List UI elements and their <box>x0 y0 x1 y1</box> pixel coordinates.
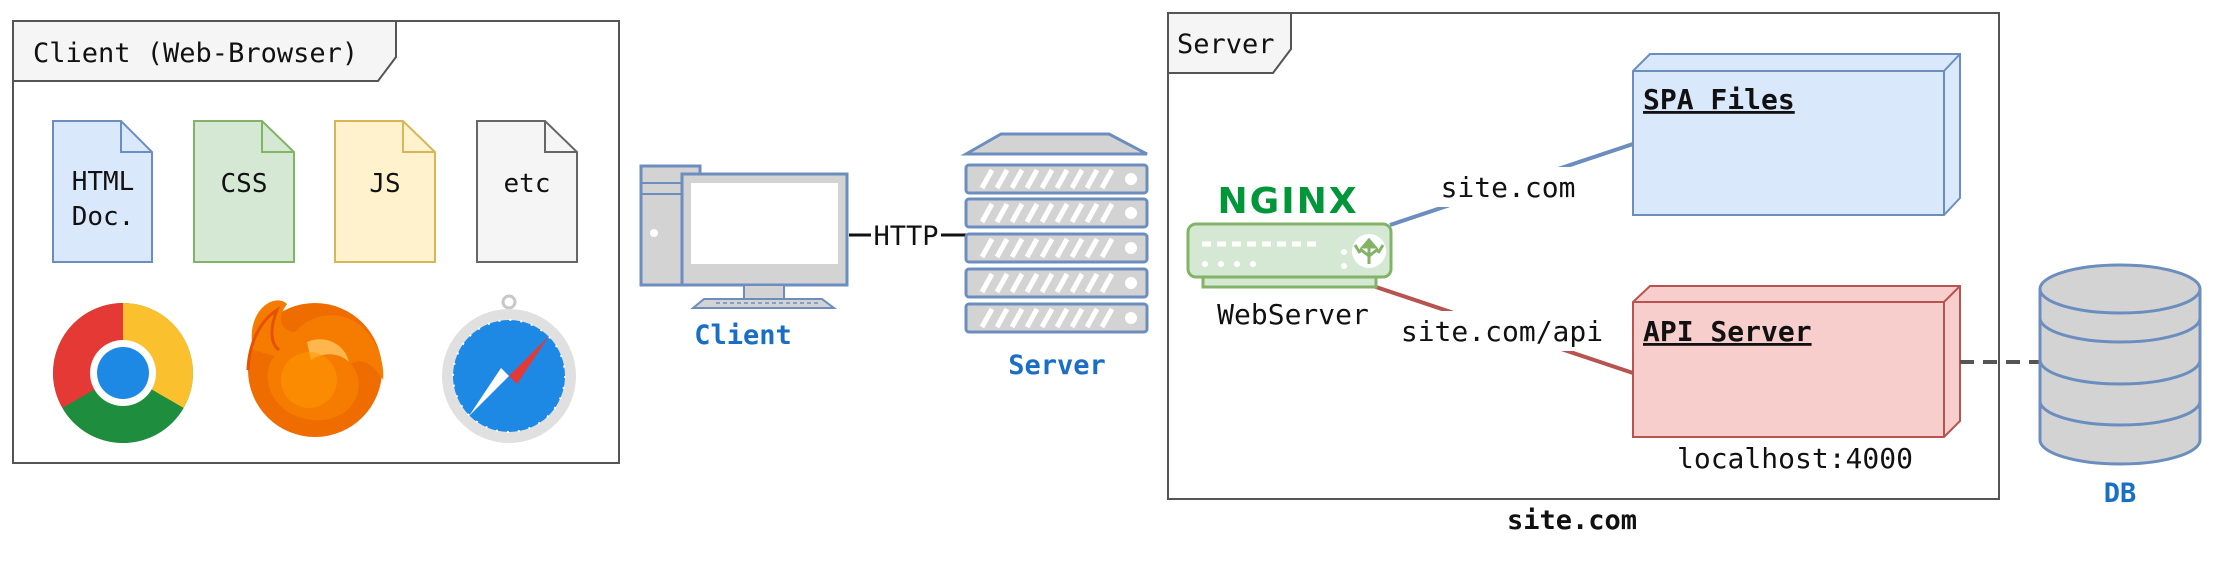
server-frame-title: Server <box>1177 29 1275 60</box>
route-label-api: site.com/api <box>1401 315 1603 348</box>
file-js-label: JS <box>369 169 400 199</box>
http-connection: HTTP <box>849 221 966 252</box>
server-slot <box>964 232 1149 264</box>
file-etc-label: etc <box>504 169 551 199</box>
route-label-bg <box>1397 311 1607 351</box>
client-node-label: Client <box>694 320 792 351</box>
file-html-label-1: HTML <box>72 167 135 197</box>
file-css-label: CSS <box>221 169 268 199</box>
api-server-label: API Server <box>1643 315 1812 348</box>
http-label: HTTP <box>873 221 938 252</box>
file-css: CSS <box>193 120 295 263</box>
firefox-icon <box>246 300 384 437</box>
api-server-box: API Server <box>1632 285 1961 438</box>
nginx-logo: NGINX <box>1218 181 1359 222</box>
safari-icon <box>442 294 576 443</box>
file-js: JS <box>334 120 436 263</box>
api-server-port: localhost:4000 <box>1677 442 1913 475</box>
chrome-icon <box>53 303 193 443</box>
server-frame-caption: site.com <box>1507 505 1637 536</box>
route-label-bg <box>1437 167 1579 207</box>
client-frame-title-tab <box>12 20 397 82</box>
spa-files-box: SPA Files <box>1632 53 1961 216</box>
spa-files-label: SPA Files <box>1643 83 1795 116</box>
nginx-logo-text: NGINX <box>1218 181 1359 222</box>
server-slot <box>964 302 1149 334</box>
router-icon <box>1186 222 1393 289</box>
client-frame-title: Client (Web-Browser) <box>33 38 358 69</box>
db-label: DB <box>2104 478 2137 509</box>
file-etc: etc <box>476 120 578 263</box>
webserver-label: WebServer <box>1217 298 1369 331</box>
file-html: HTML Doc. <box>52 120 153 263</box>
server-slot <box>964 267 1149 299</box>
desktop-computer-icon <box>639 164 849 309</box>
database-icon <box>2038 263 2202 466</box>
server-frame-title-tab <box>1167 12 1292 74</box>
route-label-spa: site.com <box>1441 171 1576 204</box>
file-html-label-2: Doc. <box>72 202 135 232</box>
server-rack-icon <box>960 132 1149 334</box>
server-node-label: Server <box>1008 350 1106 381</box>
server-slot <box>964 197 1149 229</box>
server-slot <box>964 163 1149 195</box>
